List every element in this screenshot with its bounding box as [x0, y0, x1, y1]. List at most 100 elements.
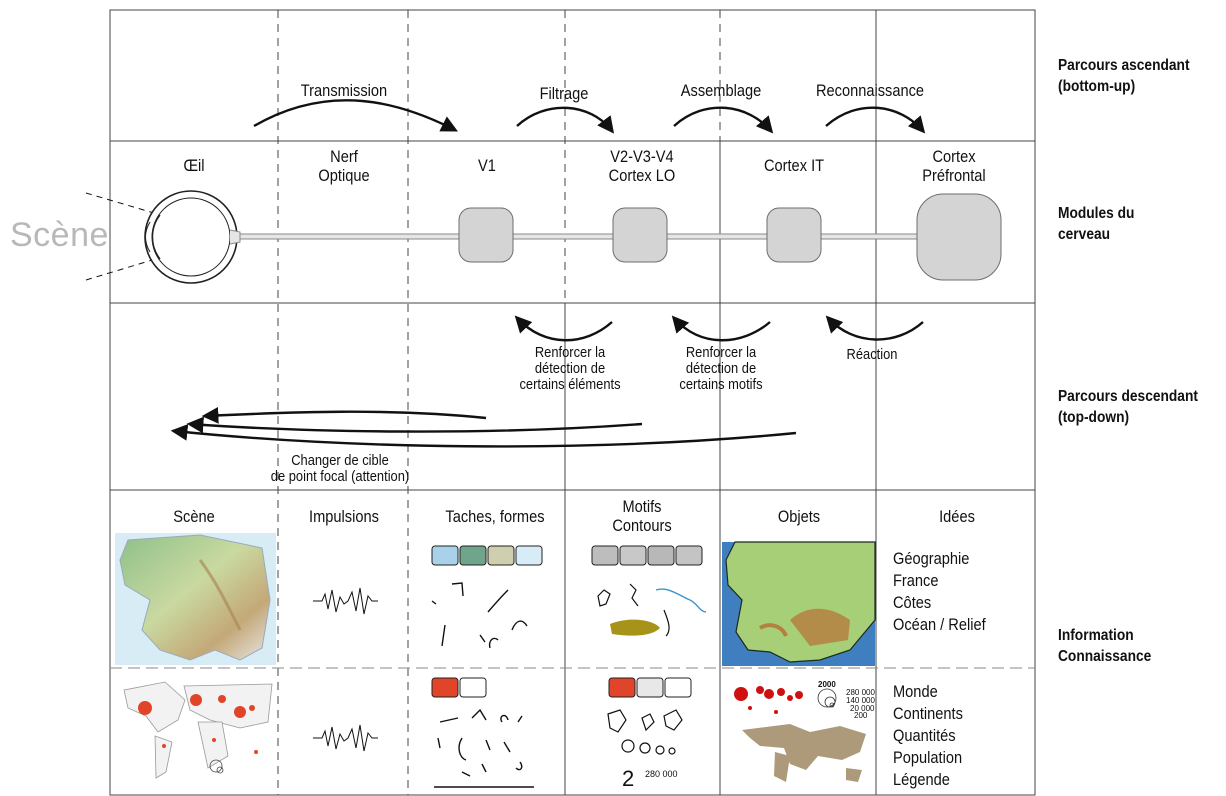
descending-arrows	[170, 315, 924, 448]
texture-swatches	[591, 545, 703, 566]
france-objects-map	[722, 541, 876, 666]
optic-nerve-title-line2: Optique	[318, 166, 370, 185]
prefrontal-title: Cortex Préfrontal	[899, 147, 1009, 185]
prefrontal-title-line2: Préfrontal	[922, 166, 986, 185]
descending-path-label: Parcours descendant (top-down)	[1058, 386, 1198, 428]
stroke-fragments-top	[431, 582, 528, 649]
information-knowledge-label: Information Connaissance	[1058, 625, 1151, 667]
modules-label-line1: Modules du	[1058, 205, 1135, 222]
france-relief-map	[115, 533, 276, 665]
reinforce-elements-label: Renforcer la détection de certains éléme…	[514, 345, 626, 393]
transmission-arrow	[253, 99, 458, 132]
legend-value-1: 280 000	[846, 688, 875, 697]
v2-module	[612, 207, 668, 263]
reaction-arrow	[825, 315, 924, 341]
filtrage-label: Filtrage	[539, 84, 589, 103]
dashed-dividers	[110, 10, 1035, 795]
reinforce-elements-line1: Renforcer la	[534, 344, 606, 361]
info-header-motifs-line2: Contours	[612, 516, 672, 535]
info-header-impulsions: Impulsions	[309, 507, 379, 526]
reinforce-patterns-line1: Renforcer la	[685, 344, 757, 361]
descending-label-line2: (top-down)	[1058, 409, 1130, 426]
idea-item: Population	[893, 748, 963, 767]
ascending-arrows	[253, 99, 926, 134]
ideas-list-top: Géographie France Côtes Océan / Relief	[893, 548, 986, 636]
reinforce-elements-line3: certains éléments	[519, 376, 621, 393]
reinforce-patterns-line3: certains motifs	[679, 376, 763, 393]
assemblage-arrow	[673, 106, 774, 134]
ascending-label-line1: Parcours ascendant	[1058, 57, 1190, 74]
info-header-idees: Idées	[939, 507, 975, 526]
modules-pathway	[85, 190, 1002, 284]
reconnaissance-label: Reconnaissance	[815, 81, 925, 100]
info-header-scene: Scène	[173, 507, 215, 526]
idea-item: Monde	[893, 682, 938, 701]
v2-title-line1: V2-V3-V4	[610, 147, 674, 166]
scene-ray-bottom	[85, 235, 233, 281]
idea-item: Légende	[893, 770, 950, 789]
reinforce-patterns-label: Renforcer la détection de certains motif…	[665, 345, 777, 393]
optic-nerve-title-line1: Nerf	[330, 147, 358, 166]
idea-item: Océan / Relief	[893, 615, 986, 634]
transmission-label: Transmission	[300, 81, 388, 100]
impulse-waveform-top	[313, 587, 378, 615]
reinforce-elements-line2: détection de	[534, 360, 606, 377]
reaction-label: Réaction	[846, 346, 898, 363]
v1-module	[458, 207, 514, 263]
ideas-list-bottom: Monde Continents Quantités Population Lé…	[893, 681, 963, 791]
legend-year: 2000	[818, 680, 836, 689]
info-header-objets: Objets	[777, 507, 821, 526]
grid-frame	[109, 9, 1036, 796]
optic-nerve-title: Nerf Optique	[289, 147, 399, 185]
filtrage-arrow	[516, 106, 615, 134]
stroke-fragments-bottom	[434, 708, 534, 788]
scene-label: Scène	[10, 216, 109, 254]
ascending-path-label: Parcours ascendant (bottom-up)	[1058, 55, 1190, 97]
ascending-label-line2: (bottom-up)	[1058, 78, 1136, 95]
idea-item: Quantités	[893, 726, 956, 745]
quantity-number: 2	[622, 766, 635, 791]
world-proportional-map	[734, 686, 866, 782]
contour-shapes-bottom	[607, 709, 683, 755]
contour-swatches-bottom	[608, 677, 692, 698]
attention-arrow-2	[186, 416, 643, 434]
impulse-waveform-bottom	[313, 724, 378, 752]
modules-label-line2: cerveau	[1058, 226, 1111, 243]
reinforce-patterns-line2: détection de	[685, 360, 757, 377]
info-header-motifs-line1: Motifs	[622, 497, 662, 516]
idea-item: Côtes	[893, 593, 932, 612]
v2-title: V2-V3-V4 Cortex LO	[587, 147, 697, 185]
brain-modules-label: Modules du cerveau	[1058, 203, 1134, 245]
it-module	[766, 207, 822, 263]
prefrontal-module	[916, 193, 1002, 281]
color-swatches-bottom	[431, 677, 487, 698]
info-header-motifs: Motifs Contours	[587, 497, 697, 535]
v2-title-line2: Cortex LO	[608, 166, 676, 185]
attention-label-line2: de point focal (attention)	[270, 468, 410, 485]
attention-label-line1: Changer de cible	[291, 452, 389, 469]
info-label-line1: Information	[1058, 627, 1134, 644]
reconnaissance-arrow	[825, 106, 926, 134]
eye-icon	[144, 190, 241, 284]
reinforce-patterns-arrow	[671, 315, 771, 342]
eye-title: Œil	[183, 156, 205, 175]
legend-value-4: 200	[854, 711, 868, 720]
attention-arrow-3	[170, 424, 797, 448]
info-label-line2: Connaissance	[1058, 648, 1152, 665]
idea-item: Continents	[893, 704, 963, 723]
idea-item: France	[893, 571, 939, 590]
prefrontal-title-line1: Cortex	[932, 147, 976, 166]
optic-nerve	[235, 233, 927, 240]
world-dot-map	[115, 675, 276, 787]
contour-fragments-top	[597, 583, 707, 637]
idea-item: Géographie	[893, 549, 970, 568]
v1-title: V1	[478, 156, 496, 175]
color-swatches-top	[431, 545, 543, 566]
olive-blob	[610, 619, 660, 636]
legend-value-3: 20 000	[850, 704, 875, 713]
legend-value-2: 140 000	[846, 696, 875, 705]
assemblage-label: Assemblage	[680, 81, 762, 100]
attention-label: Changer de cible de point focal (attenti…	[228, 453, 452, 485]
cortex-it-title: Cortex IT	[763, 156, 825, 175]
